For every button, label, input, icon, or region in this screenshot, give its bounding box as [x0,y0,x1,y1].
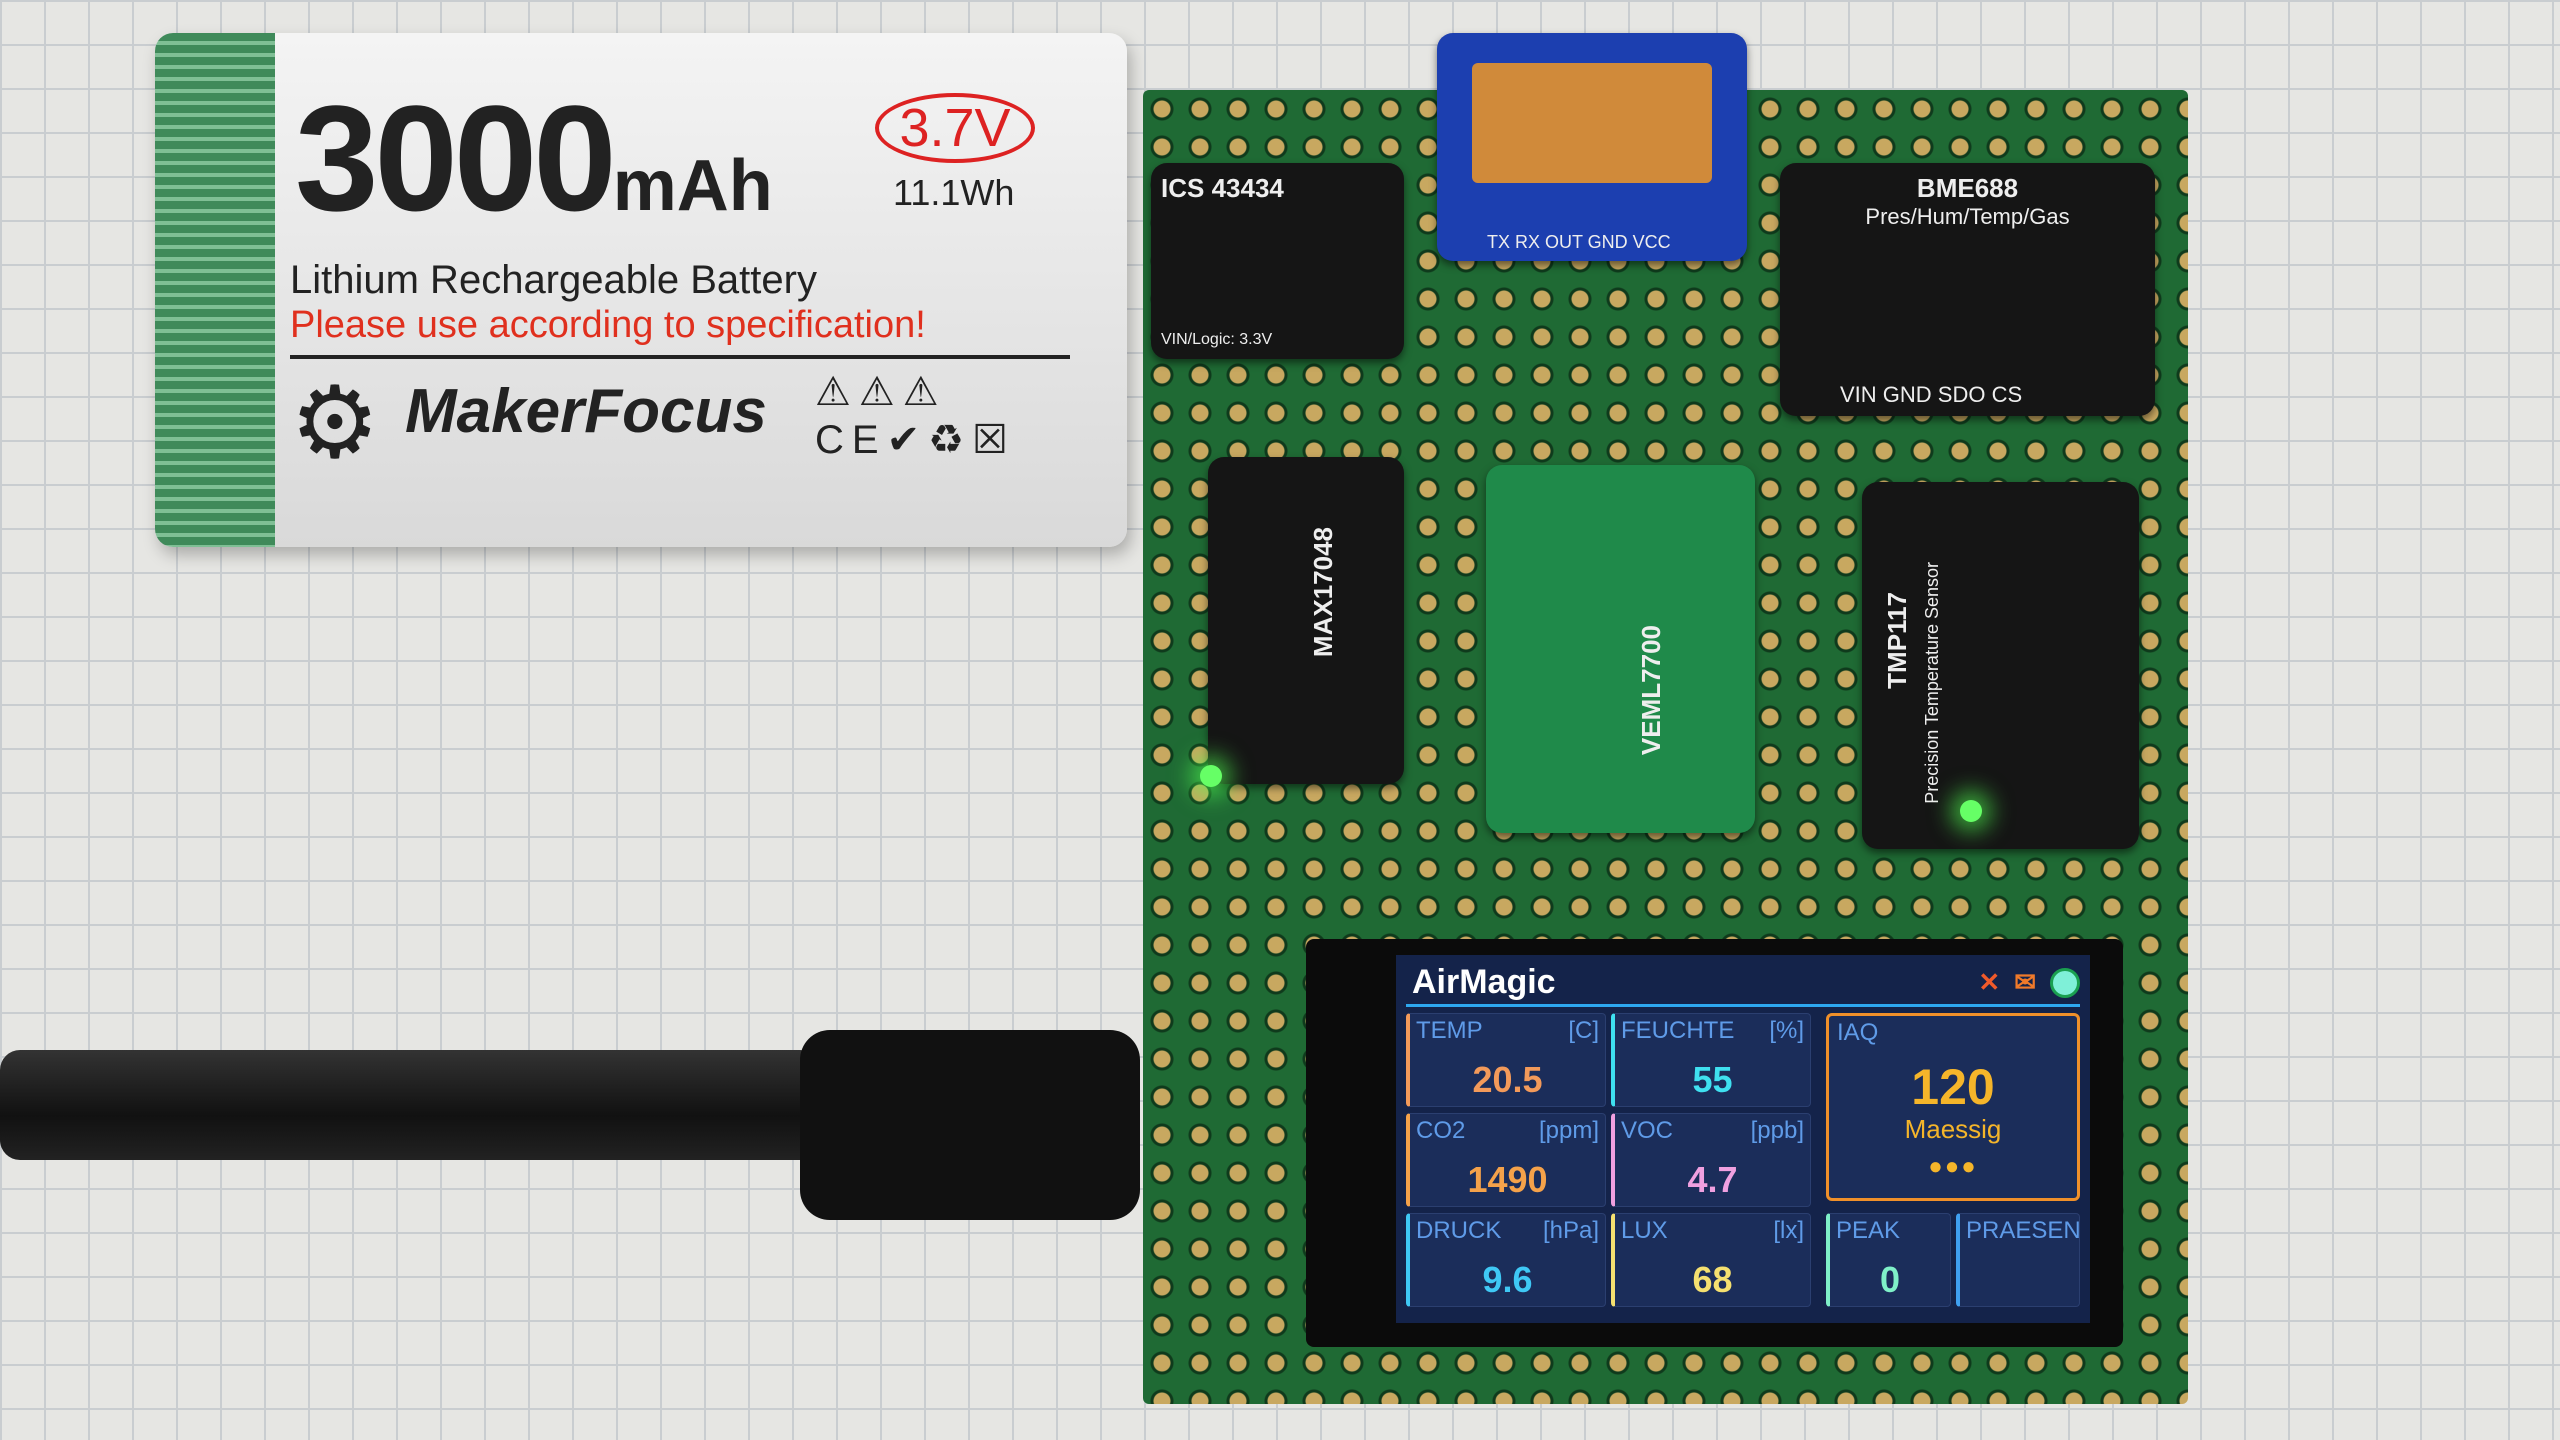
board-label: BME688 [1916,173,2019,203]
radar-module: TX RX OUT GND VCC [1437,33,1747,261]
board-label: ICS 43434 [1161,173,1284,203]
tile-value: 4.7 [1687,1159,1738,1201]
tile-unit: [ppm] [1538,1117,1599,1144]
ics43434-board: ICS 43434 VIN/Logic: 3.3V [1151,163,1404,359]
tile-druck: DRUCK [hPa] 9.6 [1406,1213,1606,1307]
tile-feuchte: FEUCHTE [%] 55 [1611,1013,1811,1107]
tile-label: LUX [1621,1217,1668,1244]
divider [290,355,1070,359]
board-sublabel: VIN/Logic: 3.3V [1161,331,1273,348]
battery-type: Lithium Rechargeable Battery [290,258,817,302]
iaq-label: IAQ [1837,1019,1879,1046]
power-led [1200,765,1222,787]
mail-icon: ✉ [2014,967,2036,997]
battery: 3000mAh 3.7V 11.1Wh Lithium Rechargeable… [155,33,1127,547]
bug-icon: ✕ [1978,967,2001,997]
sensor-grid: IAQ 120 Maessig ●●● TEMP [C] 20.5 FEUCHTE [%… [1406,1013,2080,1313]
board-sublabel: Pres/Hum/Temp/Gas [1865,204,2070,229]
tile-unit: [%] [1769,1017,1804,1044]
tile-praesenz: PRAESENZ [1956,1213,2080,1307]
veml7700-board: VEML7700 [1486,465,1755,833]
max17048-board: MAX17048 [1208,457,1404,784]
tile-label: FEUCHTE [1621,1017,1735,1044]
iaq-tile: IAQ 120 Maessig ●●● [1826,1013,2080,1201]
battery-capacity: 3000mAh [295,74,773,242]
tmp117-board: TMP117 Precision Temperature Sensor [1862,482,2139,849]
display-header: AirMagic ✕ ✉ [1406,961,2080,1007]
tile-value: 55 [1692,1059,1733,1101]
tile-label: PEAK [1836,1217,1901,1244]
board-pins: VIN GND SDO CS [1840,382,2023,407]
tile-unit: [lx] [1773,1217,1804,1244]
battery-energy: 11.1Wh [893,172,1015,213]
board-label: TMP117 [1882,592,1912,689]
board-label: MAX17048 [1308,527,1338,658]
tile-unit: [C] [1568,1017,1599,1044]
tile-peak: PEAK 0 [1826,1213,1951,1307]
tile-temp: TEMP [C] 20.5 [1406,1013,1606,1107]
tile-label: CO2 [1416,1117,1466,1144]
tile-unit: [ppb] [1750,1117,1804,1144]
battery-voltage: 3.7V [875,93,1035,163]
power-led [1960,800,1982,822]
battery-warning: Please use according to specification! [290,304,926,346]
tft-display: AirMagic ✕ ✉ IAQ 120 Maessig ●●● TEMP [C]… [1396,955,2090,1323]
board-label: VEML7700 [1636,625,1666,756]
radar-antenna [1472,63,1712,183]
certification-icons: ⚠⚠⚠CE✔♻☒ [815,370,1016,462]
tile-value: 0 [1879,1259,1901,1301]
board-sublabel: Precision Temperature Sensor [1922,562,1942,804]
tile-label: TEMP [1416,1017,1483,1044]
usb-c-plug [800,1030,1140,1220]
tile-voc: VOC [ppb] 4.7 [1611,1113,1811,1207]
tile-label: PRAESENZ [1966,1217,2080,1244]
usb-cable [0,1050,820,1160]
tile-label: VOC [1621,1117,1674,1144]
tile-label: DRUCK [1416,1217,1502,1244]
board-pins: TX RX OUT GND VCC [1487,232,1671,252]
tile-lux: LUX [lx] 68 [1611,1213,1811,1307]
tile-co2: CO2 [ppm] 1490 [1406,1113,1606,1207]
tile-unit: [hPa] [1542,1217,1599,1244]
iaq-status: Maessig [1904,1114,2002,1145]
gear-icon: ⚙ [290,367,380,479]
tile-value: 1490 [1467,1159,1548,1201]
status-dot-icon [2050,967,2080,998]
iaq-value: 120 [1911,1059,1995,1116]
bme688-board: BME688 Pres/Hum/Temp/Gas VIN GND SDO CS [1780,163,2155,416]
tile-value: 9.6 [1482,1259,1533,1301]
tile-value: 68 [1692,1259,1733,1301]
tile-value: 20.5 [1472,1059,1543,1101]
app-title: AirMagic [1412,963,1556,1001]
battery-wrap [155,33,275,547]
iaq-dots: ●●● [1928,1152,1978,1180]
battery-brand: MakerFocus [405,377,767,446]
